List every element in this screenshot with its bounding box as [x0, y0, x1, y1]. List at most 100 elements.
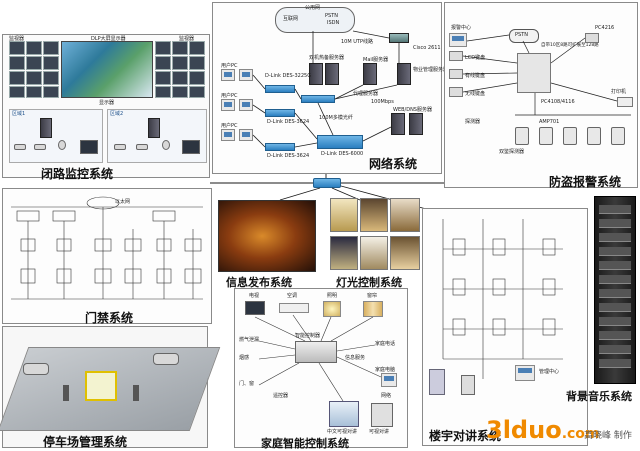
area-left-label: 区域1: [12, 111, 26, 117]
home-door-label: 门、窗: [239, 381, 255, 387]
music-title: 背景音乐系统: [566, 390, 632, 403]
utp-label: 10M UTP线路: [341, 39, 373, 45]
home-tv: [245, 301, 265, 315]
access-title: 门禁系统: [85, 311, 134, 325]
keyboard-lcd-label: LCD键盘: [465, 55, 486, 61]
switch-mid: [301, 95, 335, 103]
detector-label: 探测器: [465, 119, 481, 125]
internet-sub-label: 互联网: [283, 16, 299, 22]
home-network-label: 网络: [381, 393, 392, 399]
cisco-label: Cisco 2611: [413, 45, 441, 51]
watermark: 3lduo.com: [486, 416, 600, 446]
intercom-door-station: [429, 369, 445, 395]
ethernet-label: 以太网: [115, 199, 131, 205]
cctv-title: 闭路监控系统: [41, 167, 114, 181]
network-panel: 公用网 互联网 PSTN ISDN 10M UTP线路 Cisco 2611 双…: [212, 2, 448, 174]
info-title: 信息发布系统: [226, 276, 292, 289]
dual-tech-label: 双鉴探测器: [499, 149, 525, 155]
property-server-label: 物业管理服务器: [413, 67, 449, 73]
home-pc: [381, 373, 397, 387]
home-smoke-label: 烟感: [239, 355, 250, 361]
gate-2: [133, 385, 139, 401]
pc4216-label: PC4216: [595, 25, 615, 31]
home-intercom-label: 可视对讲: [369, 429, 390, 435]
home-links: [254, 314, 382, 402]
cisco-router: [389, 33, 409, 43]
switch-1: [265, 85, 295, 93]
home-pc-label: 家庭电脑: [375, 367, 396, 373]
info-display: [218, 200, 316, 272]
mail-server-label: Mail服务器: [363, 57, 389, 63]
alarm-center-pc: [449, 33, 467, 47]
pc-5: [221, 129, 235, 141]
home-ac: [279, 303, 309, 313]
lighting-title: 灯光控制系统: [336, 276, 402, 289]
parking-booth: [85, 371, 117, 401]
fiber-label: 100M多模光纤: [319, 115, 353, 121]
server-1: [309, 63, 323, 85]
server-2: [325, 63, 339, 85]
pc-3: [221, 99, 235, 111]
video-wall: [9, 41, 205, 99]
switch-2: [265, 109, 295, 117]
intercom-title: 楼宇对讲系统: [429, 429, 502, 443]
area-right-label: 区域2: [110, 111, 124, 117]
home-info-service-label: 信息服务: [345, 355, 366, 361]
pstn-label: PSTN: [325, 13, 338, 19]
video-wall-label: DLP大屏显示器: [91, 36, 126, 42]
wireless-keyboard: [449, 87, 463, 97]
core-switch-label: D-Link DES-6000: [321, 151, 364, 157]
home-curtain-label: 窗帘: [367, 293, 378, 299]
watermark-site: 3lduo: [486, 416, 562, 444]
car-1: [23, 363, 49, 375]
intercom-center-pc: [515, 365, 535, 381]
network-links: [252, 30, 400, 148]
pc-label-1: 用户PC: [221, 63, 238, 69]
internet-label: 公用网: [305, 5, 321, 11]
server-3: [409, 113, 423, 135]
switch3-label: D-Link DES-3624: [267, 153, 310, 159]
pc-2: [239, 69, 253, 81]
home-tv-label: 电视: [249, 293, 260, 299]
home-light: [323, 301, 341, 317]
area-left: 区域1: [9, 109, 103, 163]
property-server: [397, 63, 411, 85]
alarm-links: [462, 34, 631, 116]
car-2: [153, 353, 179, 365]
home-intercom: [371, 403, 393, 427]
alarm-host: [517, 53, 551, 93]
home-phone-label: 家庭电话: [375, 341, 396, 347]
home-title: 家庭智能控制系统: [261, 437, 349, 450]
pc-label-2: 用户PC: [221, 93, 238, 99]
pc-6: [239, 129, 253, 141]
pc4216: [585, 33, 599, 43]
intercom-phone: [461, 375, 475, 395]
main-hub: [313, 178, 341, 188]
isdn-label: ISDN: [327, 20, 340, 26]
module-label: PC4108/4116: [541, 99, 575, 105]
alarm-host-label: 自带10区8路可扩展至128路: [541, 43, 599, 48]
home-monitor-label: 中文可视对讲: [327, 429, 358, 435]
web-server-label: WEB/DNS服务器: [393, 107, 432, 113]
printer: [617, 97, 633, 107]
home-ac-label: 空调: [287, 293, 298, 299]
keyboard-label: 有线键盘: [465, 73, 486, 79]
parking-title: 停车场管理系统: [43, 435, 128, 449]
intercom-panel: 管理中心 楼宇对讲系统: [422, 208, 588, 446]
parking-panel: 停车场管理系统: [0, 326, 221, 449]
wireless-keyboard-label: 无线键盘: [465, 91, 486, 97]
home-gas-label: 燃气泄漏: [239, 337, 260, 343]
keyboard-lcd: [449, 51, 463, 61]
alarm-title: 防盗报警系统: [549, 175, 622, 189]
alarm-panel: 报警中心 PSTN 自带10区8路可扩展至128路 LCD键盘 有线键盘 无线键…: [444, 2, 638, 189]
amp-row: [515, 123, 635, 147]
home-light-label: 照明: [327, 293, 338, 299]
matrix-label: 显示器: [99, 100, 115, 106]
alarm-pstn-label: PSTN: [515, 32, 528, 38]
music-rack: [594, 196, 636, 384]
switch-3: [265, 143, 295, 151]
pc-label-3: 用户PC: [221, 123, 238, 129]
access-panel: 以太网 门禁系统: [2, 188, 212, 325]
access-wiring: [11, 196, 203, 300]
home-curtain: [363, 301, 383, 317]
